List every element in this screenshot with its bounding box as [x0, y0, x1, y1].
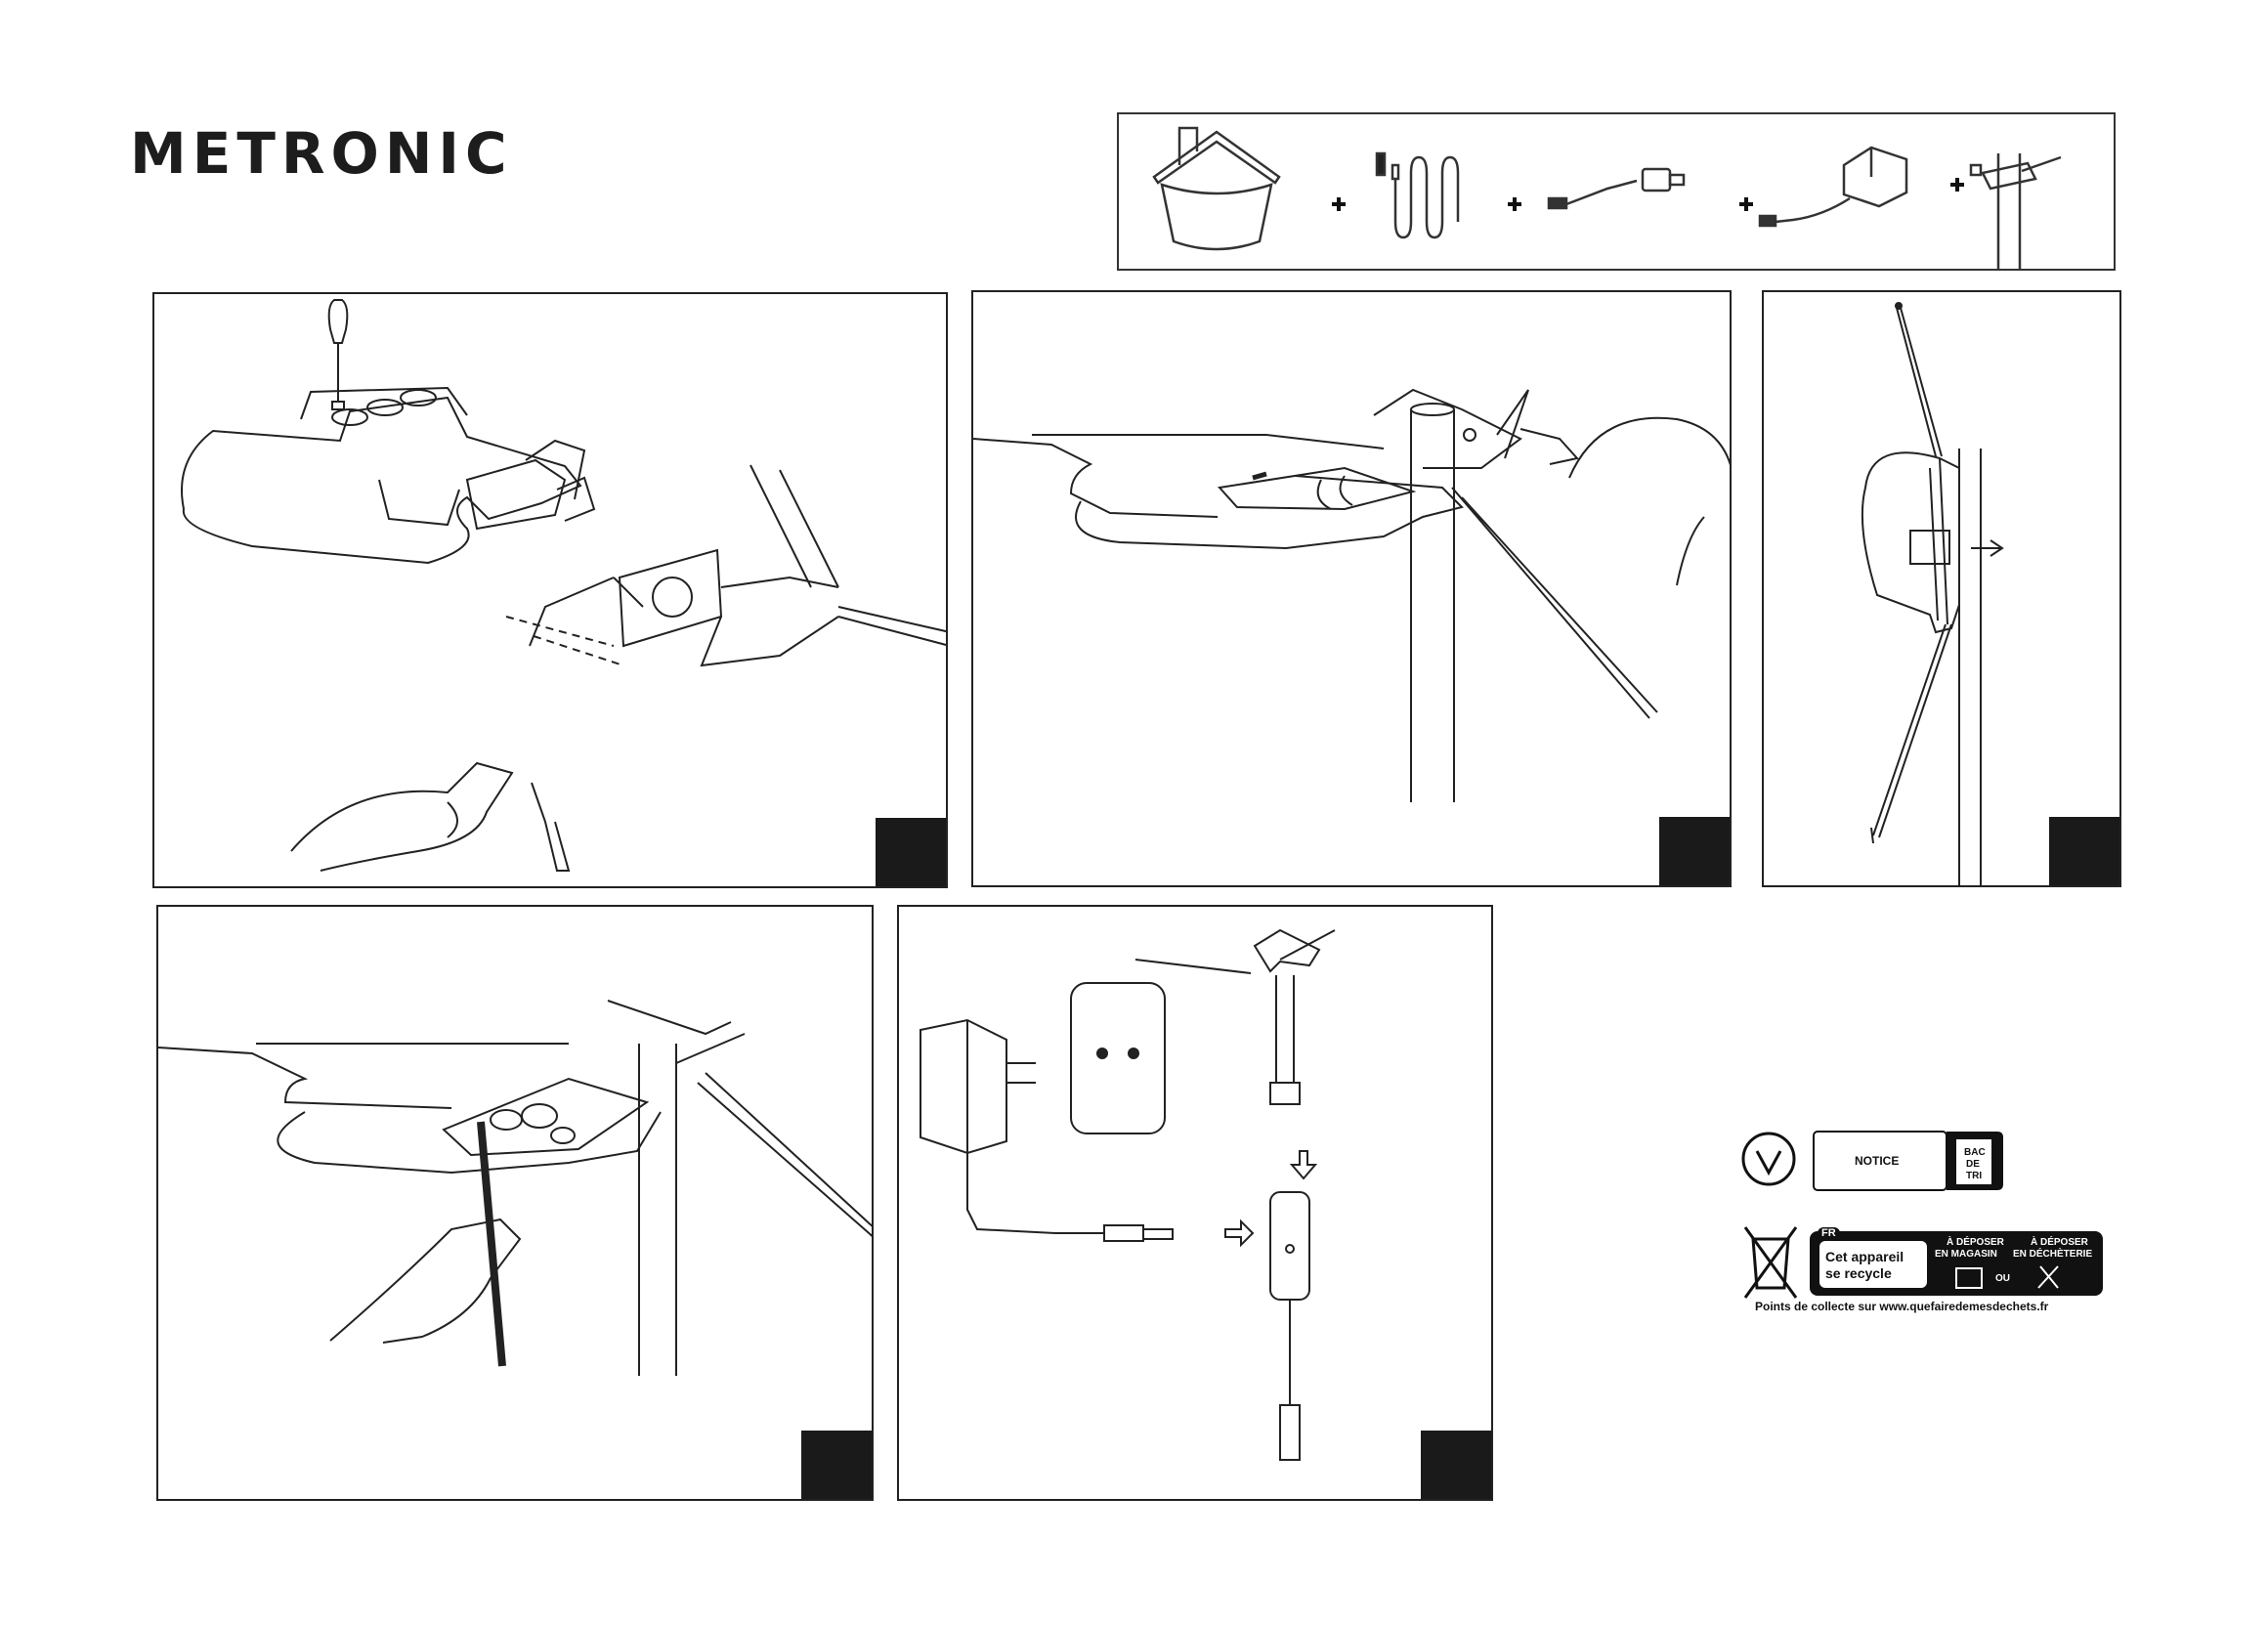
- step-number-badge: [1659, 817, 1730, 885]
- store-label-2: EN MAGASIN: [1935, 1249, 1997, 1260]
- country-badge: FR: [1818, 1227, 1840, 1239]
- cable-icon: [1377, 153, 1458, 237]
- dump-label-1: À DÉPOSER: [2031, 1237, 2088, 1248]
- arrow-icon: [1971, 540, 2002, 556]
- amplifier-icon: [1270, 1192, 1309, 1460]
- wall-socket-icon: [1071, 983, 1165, 1133]
- amplifier-icon: [1549, 169, 1684, 208]
- kit-contents-box: [1117, 112, 2116, 271]
- antenna-head-icon: [1154, 128, 1279, 249]
- mast-icon: [639, 1044, 676, 1376]
- step-number-badge: [2049, 817, 2119, 885]
- dump-label-2: EN DÉCHÈTERIE: [2013, 1249, 2092, 1260]
- step-number-badge: [1421, 1431, 1491, 1499]
- notice-label: NOTICE: [1855, 1154, 1899, 1168]
- recycling-label-block: NOTICE BAC DE TRI FR Cet appareil se rec…: [1739, 1122, 2120, 1317]
- mounting-bracket-icon: [1971, 153, 2061, 269]
- hand-icon: [291, 763, 569, 871]
- step-number-badge: [801, 1431, 872, 1499]
- brand-logo: METRONIC: [130, 125, 513, 182]
- bin-label-1: BAC: [1964, 1147, 1986, 1158]
- step-4-panel: [156, 905, 874, 1501]
- step-5-panel: [897, 905, 1493, 1501]
- antenna-arm-icon: [158, 1044, 661, 1173]
- collect-points-text: Points de collecte sur www.quefairedemes…: [1755, 1300, 2048, 1313]
- antenna-head-icon: [182, 388, 580, 563]
- hand-icon: [1520, 418, 1732, 585]
- assembly-dash-lines: [506, 617, 623, 665]
- antenna-head-icon: [1862, 452, 1959, 632]
- weee-crossed-bin-icon: [1745, 1227, 1796, 1298]
- step-3-panel: [1762, 290, 2121, 887]
- bracket-clamp-icon: [444, 1001, 874, 1239]
- screwdriver-icon: [329, 300, 348, 409]
- device-text-1: Cet appareil: [1825, 1249, 1904, 1264]
- mast-icon: [1411, 404, 1454, 802]
- mast-icon: [1959, 449, 1981, 887]
- bin-label-3: TRI: [1966, 1171, 1982, 1181]
- hand-icon: [330, 1122, 520, 1366]
- cable-icon: [1452, 488, 1657, 718]
- recycle-person-icon: [1743, 1133, 1794, 1184]
- power-adapter-icon: [1760, 148, 1906, 226]
- bin-label-2: DE: [1966, 1159, 1980, 1170]
- or-label: OU: [1995, 1273, 2010, 1284]
- store-label-1: À DÉPOSER: [1947, 1237, 2004, 1248]
- step-number-badge: [876, 818, 946, 886]
- device-text-2: se recycle: [1825, 1265, 1892, 1281]
- mounting-bracket-icon: [467, 441, 643, 646]
- step-2-panel: [971, 290, 1732, 887]
- mast-bracket-icon: [620, 465, 948, 665]
- bracket-clamp-icon: [1220, 390, 1520, 509]
- step-1-panel: [152, 292, 948, 888]
- antenna-rod-icon: [1871, 303, 1951, 843]
- antenna-arm-icon: [973, 435, 1462, 548]
